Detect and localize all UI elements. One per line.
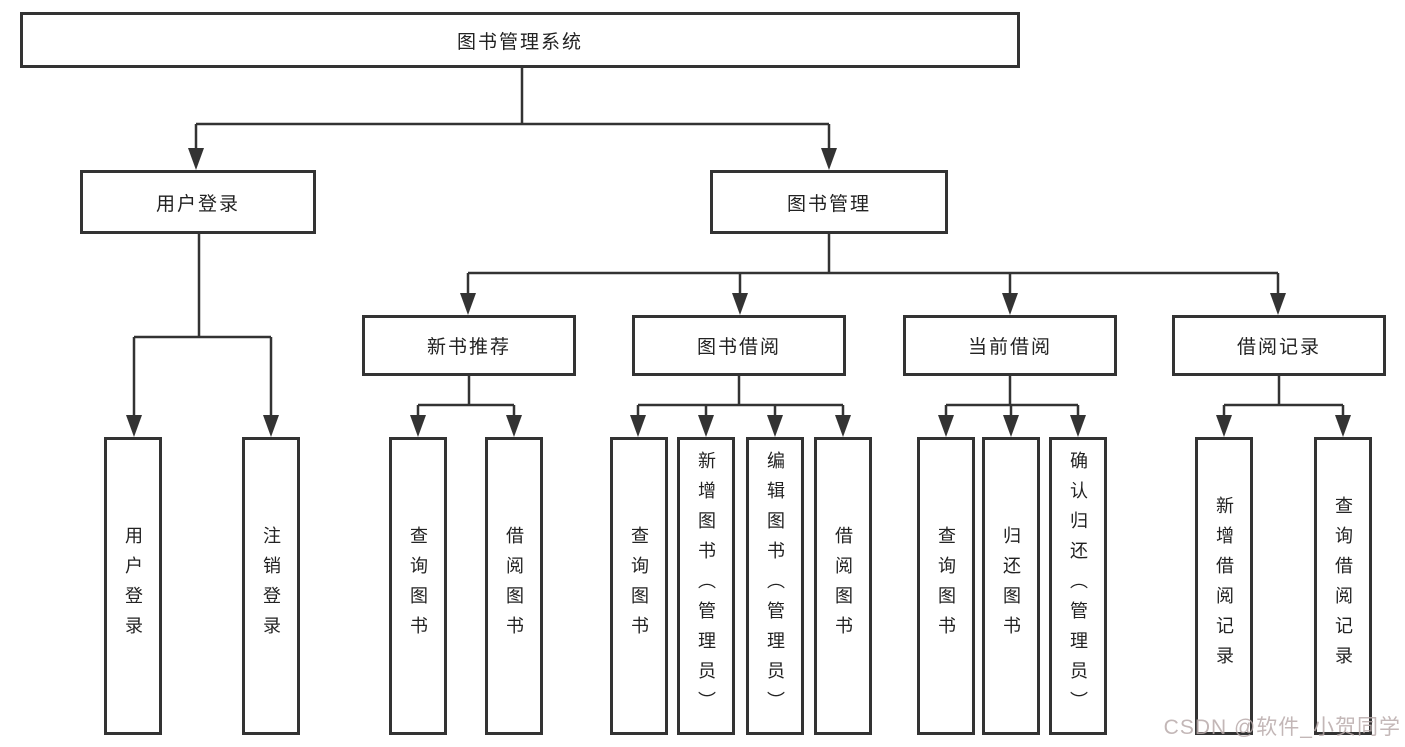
arrow-down-icon	[1070, 415, 1086, 437]
node-user-login: 用户登录	[80, 170, 316, 234]
leaf-borrow-books-recommend-label: 借阅图书	[504, 526, 524, 646]
node-book-management: 图书管理	[710, 170, 948, 234]
arrow-down-icon	[835, 415, 851, 437]
connector-user-login-split	[132, 234, 273, 418]
node-book-borrow-label: 图书借阅	[696, 337, 781, 358]
arrow-down-icon	[506, 415, 522, 437]
arrowhead-icons	[126, 148, 1351, 437]
leaf-add-borrow-record-label: 新增借阅记录	[1214, 496, 1234, 676]
node-book-management-label: 图书管理	[786, 193, 871, 215]
node-current-borrow-label: 当前借阅	[967, 337, 1052, 358]
connector-root-to-level2	[194, 68, 831, 150]
connector-current-borrow-split	[944, 376, 1080, 418]
leaf-add-borrow-record: 新增借阅记录	[1195, 437, 1253, 735]
node-book-borrow: 图书借阅	[632, 315, 846, 376]
leaf-logout-label: 注销登录	[261, 526, 281, 646]
arrow-down-icon	[821, 148, 837, 170]
node-new-book-recommend-label: 新书推荐	[426, 337, 511, 358]
arrow-down-icon	[126, 415, 142, 437]
leaf-confirm-return-admin-label: 确认归还（管理员）	[1068, 451, 1088, 721]
arrow-down-icon	[263, 415, 279, 437]
arrow-down-icon	[1216, 415, 1232, 437]
leaf-query-borrow-record: 查询借阅记录	[1314, 437, 1372, 735]
leaf-return-books-label: 归还图书	[1001, 526, 1021, 646]
node-borrow-record-label: 借阅记录	[1236, 337, 1321, 358]
arrow-down-icon	[1335, 415, 1351, 437]
leaf-return-books: 归还图书	[982, 437, 1040, 735]
arrow-down-icon	[767, 415, 783, 437]
leaf-logout: 注销登录	[242, 437, 300, 735]
arrow-down-icon	[188, 148, 204, 170]
watermark: CSDN @软件_小贺同学	[1163, 716, 1401, 739]
arrow-down-icon	[1003, 415, 1019, 437]
leaf-confirm-return-admin: 确认归还（管理员）	[1049, 437, 1107, 735]
node-new-book-recommend: 新书推荐	[362, 315, 576, 376]
leaf-user-login: 用户登录	[104, 437, 162, 735]
leaf-query-books-recommend-label: 查询图书	[408, 526, 428, 646]
node-user-login-label: 用户登录	[155, 193, 240, 215]
connector-book-borrow-split	[636, 376, 845, 418]
node-borrow-record: 借阅记录	[1172, 315, 1386, 376]
arrow-down-icon	[938, 415, 954, 437]
arrow-down-icon	[698, 415, 714, 437]
leaf-query-books-borrow: 查询图书	[610, 437, 668, 735]
leaf-query-borrow-record-label: 查询借阅记录	[1333, 496, 1353, 676]
arrow-down-icon	[410, 415, 426, 437]
leaf-user-login-label: 用户登录	[123, 526, 143, 646]
arrow-down-icon	[1002, 293, 1018, 315]
leaf-borrow-books-recommend: 借阅图书	[485, 437, 543, 735]
connector-book-mgmt-split	[466, 234, 1280, 296]
leaf-edit-book-admin: 编辑图书（管理员）	[746, 437, 804, 735]
arrow-down-icon	[732, 293, 748, 315]
leaf-borrow-books-label: 借阅图书	[833, 526, 853, 646]
leaf-query-books-borrow-label: 查询图书	[629, 526, 649, 646]
connector-new-book-split	[416, 376, 516, 418]
arrow-down-icon	[630, 415, 646, 437]
arrow-down-icon	[460, 293, 476, 315]
leaf-edit-book-admin-label: 编辑图书（管理员）	[765, 451, 785, 721]
node-current-borrow: 当前借阅	[903, 315, 1117, 376]
leaf-query-books-current-label: 查询图书	[936, 526, 956, 646]
leaf-add-book-admin: 新增图书（管理员）	[677, 437, 735, 735]
leaf-borrow-books: 借阅图书	[814, 437, 872, 735]
leaf-query-books-recommend: 查询图书	[389, 437, 447, 735]
leaf-query-books-current: 查询图书	[917, 437, 975, 735]
node-root: 图书管理系统	[20, 12, 1020, 68]
connector-borrow-record-split	[1222, 376, 1345, 418]
leaf-add-book-admin-label: 新增图书（管理员）	[696, 451, 716, 721]
node-root-label: 图书管理系统	[456, 31, 583, 53]
arrow-down-icon	[1270, 293, 1286, 315]
